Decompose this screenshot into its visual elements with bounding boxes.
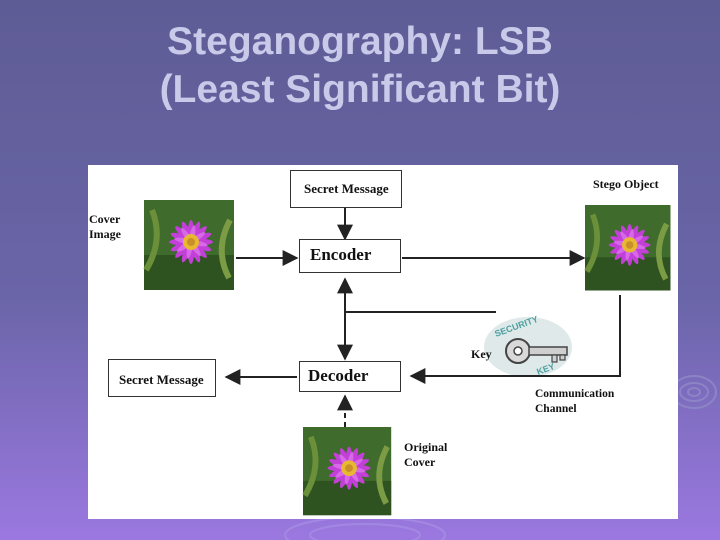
slide-title: Steganography: LSB (Least Significant Bi… [0, 18, 720, 114]
stego-object-image [585, 205, 671, 291]
lsb-diagram: SECURITY KEY [88, 165, 678, 519]
cover-image-label-line2: Image [89, 227, 121, 241]
original-cover-label: Original Cover [404, 440, 447, 470]
original-cover-label-line2: Cover [404, 455, 436, 469]
communication-channel-label: Communication Channel [535, 387, 614, 417]
original-cover-label-line1: Original [404, 440, 448, 454]
encoder-box: Encoder [299, 239, 401, 273]
communication-label-line2: Channel [535, 403, 577, 415]
secret-message-box-top: Secret Message [290, 170, 402, 208]
stego-object-label: Stego Object [593, 177, 659, 191]
key-icon: SECURITY KEY [484, 314, 572, 377]
title-line-2: (Least Significant Bit) [159, 68, 561, 111]
original-cover-image [303, 427, 391, 515]
diagram-connectors: SECURITY KEY [88, 165, 678, 519]
secret-message-box-bottom: Secret Message [108, 359, 216, 397]
secret-message-top-label: Secret Message [304, 181, 389, 196]
cover-image [144, 200, 234, 290]
secret-message-bottom-label: Secret Message [119, 372, 204, 387]
cover-image-label-line1: Cover [89, 212, 121, 226]
cover-image-label: Cover Image [89, 212, 121, 242]
decoder-box: Decoder [299, 361, 401, 392]
decoder-label: Decoder [308, 366, 369, 385]
communication-label-line1: Communication [535, 388, 615, 400]
title-line-1: Steganography: LSB [167, 20, 553, 63]
encoder-label: Encoder [310, 245, 372, 264]
key-label: Key [471, 347, 492, 361]
